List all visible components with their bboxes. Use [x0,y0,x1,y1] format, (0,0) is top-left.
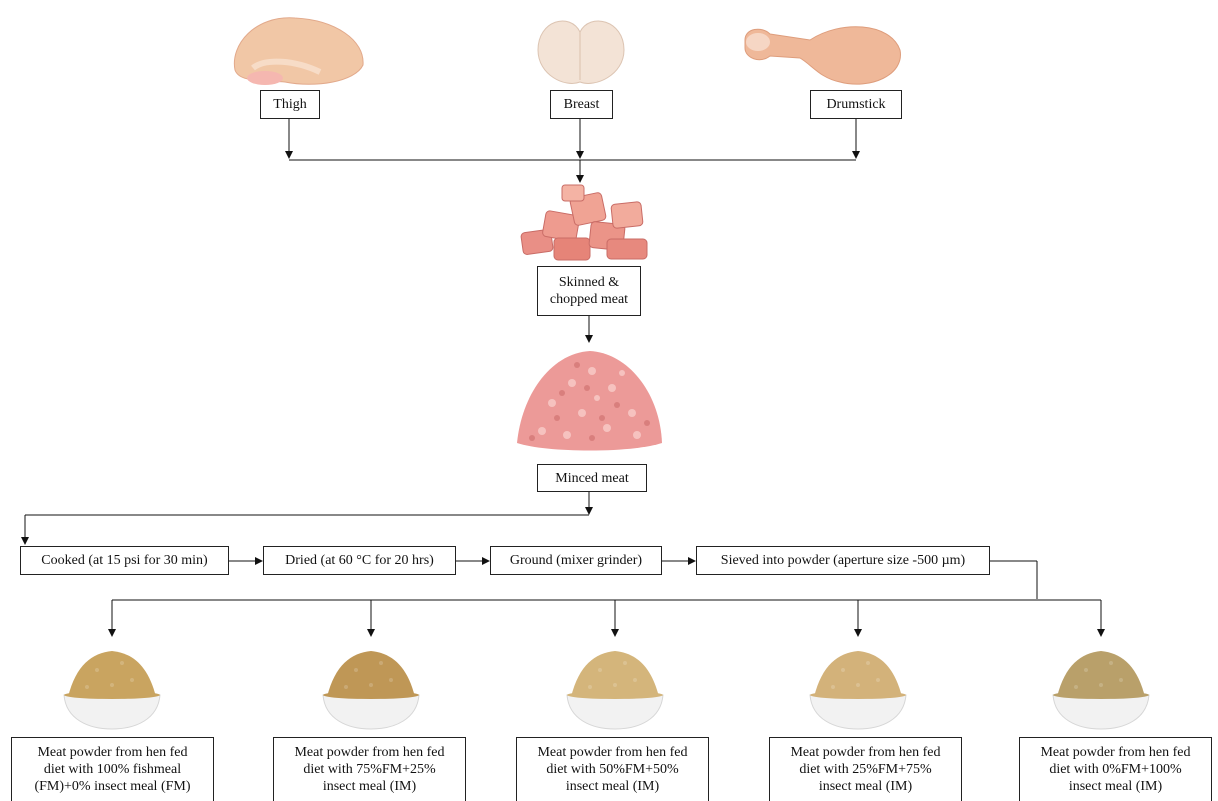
product-label-line2: diet with 50%FM+50% [546,761,678,778]
cooked-step-box: Cooked (at 15 psi for 30 min) [20,546,229,575]
powder-bowl-image-75fm [321,645,421,731]
product-label-line1: Meat powder from hen fed [790,744,940,761]
powder-bowl-image-50fm [565,645,665,731]
skinned-label-line1: Skinned & [559,274,619,291]
product-label-line3: insect meal (IM) [1069,778,1162,795]
product-label-line1: Meat powder from hen fed [294,744,444,761]
sieved-step-box: Sieved into powder (aperture size -500 µ… [696,546,990,575]
product-label-line2: diet with 0%FM+100% [1049,761,1181,778]
drumstick-label: Drumstick [826,96,885,113]
drumstick-image [740,10,905,90]
product-box-100fm: Meat powder from hen fed diet with 100% … [11,737,214,801]
product-box-75fm: Meat powder from hen fed diet with 75%FM… [273,737,466,801]
product-label-line2: diet with 25%FM+75% [799,761,931,778]
product-box-25fm: Meat powder from hen fed diet with 25%FM… [769,737,962,801]
product-label-line2: diet with 100% fishmeal [44,761,181,778]
dried-step-box: Dried (at 60 °C for 20 hrs) [263,546,456,575]
thigh-box: Thigh [260,90,320,119]
product-label-line3: insect meal (IM) [566,778,659,795]
minced-meat-image [512,343,667,456]
chopped-meat-image [512,183,662,265]
cooked-step-label: Cooked (at 15 psi for 30 min) [41,552,207,569]
product-label-line1: Meat powder from hen fed [537,744,687,761]
skinned-label-line2: chopped meat [550,291,628,308]
product-box-0fm: Meat powder from hen fed diet with 0%FM+… [1019,737,1212,801]
drumstick-box: Drumstick [810,90,902,119]
minced-meat-label: Minced meat [555,470,628,487]
powder-bowl-image-0fm [1051,645,1151,731]
dried-step-label: Dried (at 60 °C for 20 hrs) [285,552,434,569]
skinned-chopped-box: Skinned & chopped meat [537,266,641,316]
product-label-line3: (FM)+0% insect meal (FM) [34,778,190,795]
breast-label: Breast [564,96,600,113]
minced-meat-box: Minced meat [537,464,647,492]
breast-box: Breast [550,90,613,119]
ground-step-box: Ground (mixer grinder) [490,546,662,575]
thigh-image [225,10,370,90]
product-label-line1: Meat powder from hen fed [37,744,187,761]
product-label-line1: Meat powder from hen fed [1040,744,1190,761]
product-label-line3: insect meal (IM) [819,778,912,795]
sieved-step-label: Sieved into powder (aperture size -500 µ… [721,552,965,569]
product-label-line2: diet with 75%FM+25% [303,761,435,778]
product-label-line3: insect meal (IM) [323,778,416,795]
breast-image [530,10,630,90]
product-box-50fm: Meat powder from hen fed diet with 50%FM… [516,737,709,801]
thigh-label: Thigh [273,96,306,113]
powder-bowl-image-100fm [62,645,162,731]
ground-step-label: Ground (mixer grinder) [510,552,642,569]
powder-bowl-image-25fm [808,645,908,731]
